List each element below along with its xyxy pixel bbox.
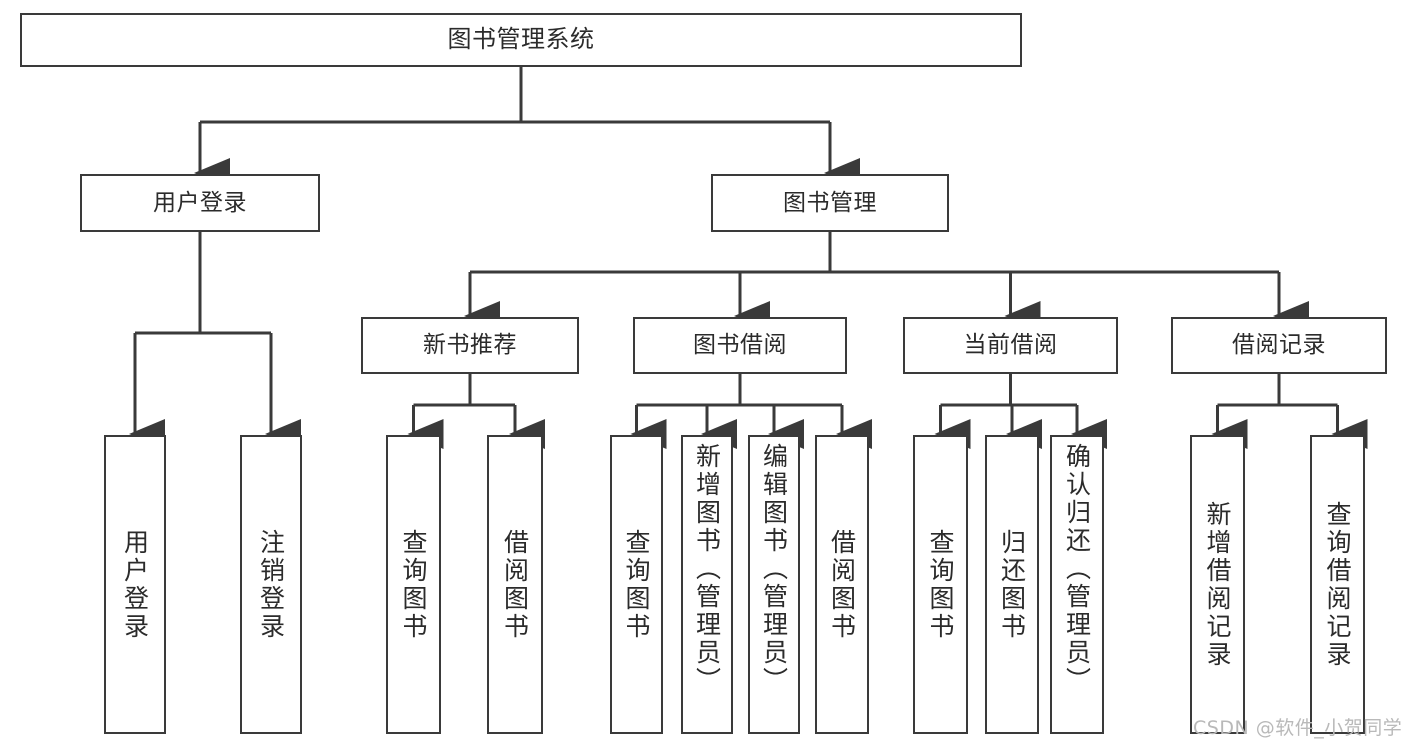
leaf-add-record[interactable]: 新增借阅记录 bbox=[1190, 435, 1245, 734]
node-book-borrow[interactable]: 图书借阅 bbox=[633, 317, 847, 374]
leaf-user-login[interactable]: 用户登录 bbox=[104, 435, 166, 734]
node-borrow-record-label: 借阅记录 bbox=[1232, 332, 1326, 359]
leaf-add-book[interactable]: 新增图书（管理员） bbox=[681, 435, 733, 734]
leaf-query-book-3-label: 查询图书 bbox=[926, 528, 955, 641]
leaf-logout[interactable]: 注销登录 bbox=[240, 435, 302, 734]
node-user-login[interactable]: 用户登录 bbox=[80, 174, 320, 232]
leaf-add-record-label: 新增借阅记录 bbox=[1203, 500, 1232, 669]
node-current-borrow-label: 当前借阅 bbox=[963, 332, 1058, 359]
leaf-confirm-return[interactable]: 确认归还（管理员） bbox=[1050, 435, 1104, 734]
leaf-confirm-return-label: 确认归还（管理员） bbox=[1062, 443, 1092, 695]
node-user-login-label: 用户登录 bbox=[153, 189, 247, 216]
leaf-user-login-label: 用户登录 bbox=[120, 528, 150, 641]
leaf-return-book-label: 归还图书 bbox=[997, 528, 1027, 641]
leaf-query-book-1-label: 查询图书 bbox=[399, 528, 428, 641]
leaf-query-book-1[interactable]: 查询图书 bbox=[386, 435, 441, 734]
node-book-management[interactable]: 图书管理 bbox=[711, 174, 949, 232]
leaf-edit-book[interactable]: 编辑图书（管理员） bbox=[748, 435, 800, 734]
leaf-add-book-label: 新增图书（管理员） bbox=[692, 443, 722, 695]
node-root[interactable]: 图书管理系统 bbox=[20, 13, 1022, 67]
leaf-borrow-book-2-label: 借阅图书 bbox=[827, 528, 857, 641]
node-new-book-recommend[interactable]: 新书推荐 bbox=[361, 317, 579, 374]
leaf-edit-book-label: 编辑图书（管理员） bbox=[759, 443, 789, 695]
leaf-borrow-book-2[interactable]: 借阅图书 bbox=[815, 435, 869, 734]
leaf-logout-label: 注销登录 bbox=[256, 528, 286, 641]
leaf-query-record[interactable]: 查询借阅记录 bbox=[1310, 435, 1365, 734]
node-current-borrow[interactable]: 当前借阅 bbox=[903, 317, 1118, 374]
leaf-query-record-label: 查询借阅记录 bbox=[1323, 500, 1352, 669]
leaf-query-book-3[interactable]: 查询图书 bbox=[913, 435, 968, 734]
leaf-query-book-2-label: 查询图书 bbox=[622, 528, 651, 641]
leaf-query-book-2[interactable]: 查询图书 bbox=[610, 435, 663, 734]
node-book-borrow-label: 图书借阅 bbox=[693, 332, 787, 359]
node-root-label: 图书管理系统 bbox=[447, 25, 595, 54]
node-new-book-recommend-label: 新书推荐 bbox=[423, 332, 517, 359]
leaf-return-book[interactable]: 归还图书 bbox=[985, 435, 1039, 734]
csdn-watermark: CSDN @软件_小贺同学 bbox=[1193, 717, 1403, 739]
leaf-borrow-book-1-label: 借阅图书 bbox=[500, 528, 530, 641]
node-borrow-record[interactable]: 借阅记录 bbox=[1171, 317, 1387, 374]
leaf-borrow-book-1[interactable]: 借阅图书 bbox=[487, 435, 543, 734]
node-book-management-label: 图书管理 bbox=[783, 189, 877, 216]
